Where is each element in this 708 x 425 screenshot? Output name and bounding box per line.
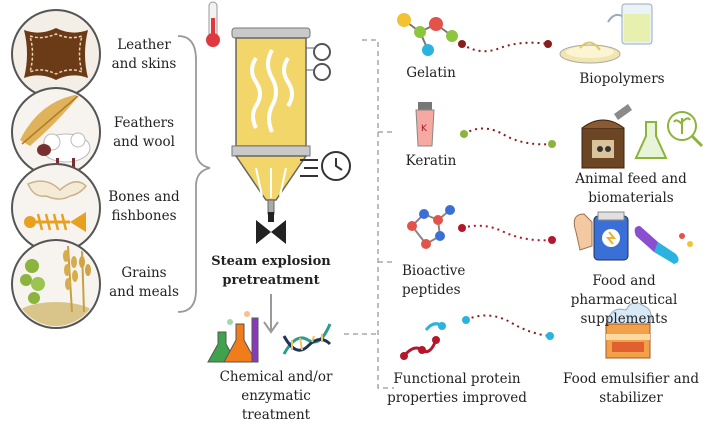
dna-icon [282,323,332,355]
product-label-gelatin: Gelatin [406,65,456,81]
source-label-grains: Grains and meals [109,265,179,300]
grain-icon [11,239,101,329]
cake-icon [605,302,652,359]
reactor-icon [231,27,331,215]
process-secondary: Chemical and/or enzymatic treatment [219,369,333,423]
source-label-feathers: Feathers and wool [113,115,175,150]
leather-icon [11,9,101,99]
valve-icon [256,212,286,244]
application-label-supplements: Food and pharmaceutical supplements [570,273,678,327]
connector-keratin [460,127,556,148]
svg-text:K: K [421,124,428,134]
product-label-peptides: Bioactive peptides [402,263,466,298]
flasks-icon [207,311,259,363]
protein-chain-icon [400,322,446,360]
brace [177,35,211,313]
thermometer-icon [206,1,220,47]
supplement-icon [573,211,693,264]
lab-plant-icon [634,111,704,159]
source-label-bones: Bones and fishbones [108,189,180,224]
diagram-canvas: K [11,1,704,389]
product-label-keratin: Keratin [405,153,457,169]
feed-bag-icon [581,104,632,169]
connector-peptides [458,224,556,244]
peptide-icon [407,205,455,249]
molecule-icon [397,13,458,56]
process-title: Steam explosion pretreatment [211,254,331,288]
feather-wool-icon [11,87,101,177]
tube-icon: K [415,102,435,147]
product-label-functional: Functional protein properties improved [387,371,527,406]
application-label-biopolymers: Biopolymers [579,71,665,87]
clock-icon [300,151,351,181]
application-label-emulsifier: Food emulsifier and stabilizer [563,371,699,406]
application-label-feed: Animal feed and biomaterials [575,171,687,206]
fishbone-icon [11,163,101,253]
petri-flask-icon [559,3,653,64]
dashed-bracket [344,39,394,389]
connector-functional [462,314,554,340]
connector-gelatin [458,40,552,53]
process-arrow [263,294,279,334]
source-label-leather: Leather and skins [111,37,177,72]
